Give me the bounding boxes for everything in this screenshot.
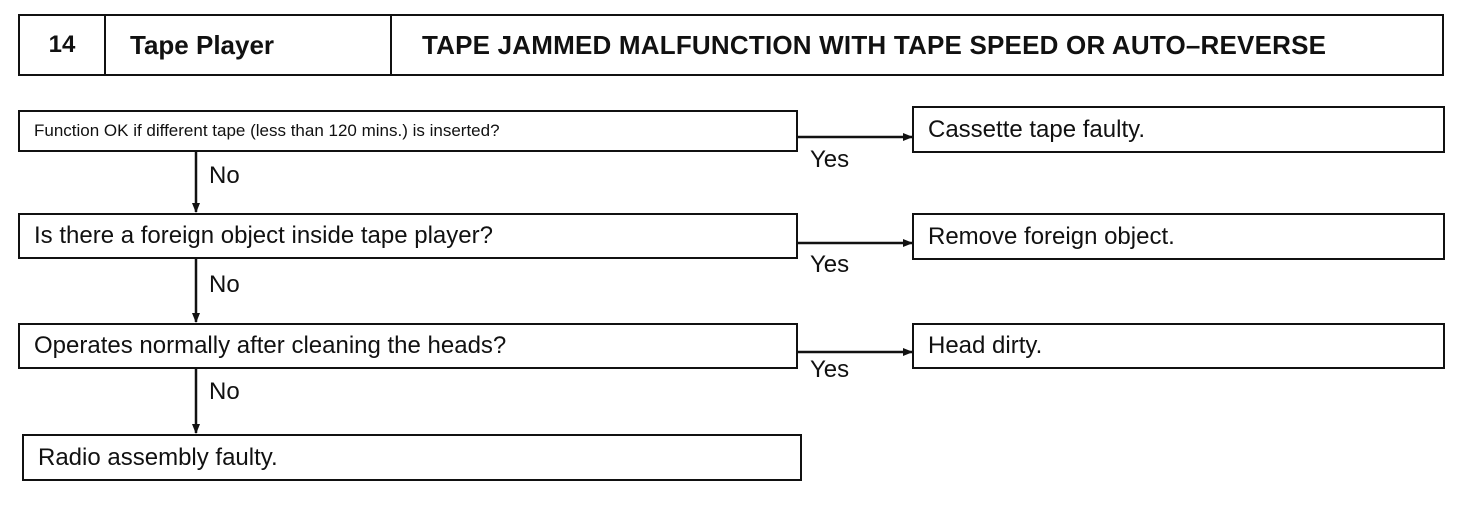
system-name: Tape Player <box>106 16 392 74</box>
yes-label-1: Yes <box>810 146 850 173</box>
section-number: 14 <box>20 16 106 74</box>
question-box-2: Is there a foreign object inside tape pl… <box>18 213 798 259</box>
yes-label-3: Yes <box>810 356 850 383</box>
yes-label-2: Yes <box>810 251 850 278</box>
no-label-3: No <box>209 378 240 405</box>
no-label-1: No <box>209 162 240 189</box>
question-box-3: Operates normally after cleaning the hea… <box>18 323 798 369</box>
final-result-box: Radio assembly faulty. <box>22 434 802 481</box>
header-bar: 14 Tape Player TAPE JAMMED MALFUNCTION W… <box>18 14 1444 76</box>
result-box-3: Head dirty. <box>912 323 1445 369</box>
page-title: TAPE JAMMED MALFUNCTION WITH TAPE SPEED … <box>422 29 1327 60</box>
result-box-2: Remove foreign object. <box>912 213 1445 260</box>
result-box-1: Cassette tape faulty. <box>912 106 1445 153</box>
question-box-1: Function OK if different tape (less than… <box>18 110 798 152</box>
no-label-2: No <box>209 271 240 298</box>
